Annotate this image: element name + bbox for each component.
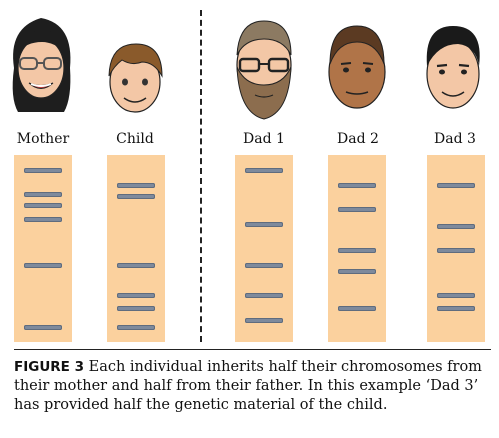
gel-band	[24, 263, 62, 268]
gel-band	[117, 325, 155, 330]
dad3-label: Dad 3	[434, 131, 476, 147]
caption-rule	[14, 349, 491, 350]
gel-band	[437, 224, 475, 229]
gel-band	[117, 306, 155, 311]
gel-band	[245, 293, 283, 298]
gel-band	[24, 203, 62, 208]
gel-band	[338, 207, 376, 212]
mother-face-icon	[12, 18, 71, 112]
gel-band	[338, 183, 376, 188]
gel-band	[117, 293, 155, 298]
gel-band	[338, 269, 376, 274]
gel-band	[117, 263, 155, 268]
dad2-label: Dad 2	[337, 131, 379, 147]
gel-band	[338, 248, 376, 253]
gel-band	[437, 183, 475, 188]
gel-band	[437, 293, 475, 298]
dad2-face-icon	[328, 25, 386, 109]
gel-band	[24, 168, 62, 173]
caption-text: Each individual inherits half their chro…	[14, 359, 482, 413]
dad1-label: Dad 1	[243, 131, 285, 147]
gel-lane-child	[107, 155, 165, 342]
gel-band	[24, 217, 62, 222]
gel-band	[245, 222, 283, 227]
gel-band	[24, 325, 62, 330]
gel-band	[437, 306, 475, 311]
gel-lane-dad1	[235, 155, 293, 342]
dad1-face-icon	[236, 20, 292, 120]
gel-band	[245, 168, 283, 173]
gel-lane-dad2	[328, 155, 386, 342]
figure-label: FIGURE 3	[14, 359, 84, 375]
gel-lane-mother	[14, 155, 72, 342]
figure-caption: FIGURE 3 Each individual inherits half t…	[14, 358, 494, 415]
gel-band	[117, 183, 155, 188]
dad3-face-icon	[426, 26, 480, 109]
child-face-icon	[108, 43, 163, 113]
gel-band	[245, 263, 283, 268]
gel-lane-dad3	[427, 155, 485, 342]
gel-band	[437, 248, 475, 253]
gel-band	[24, 192, 62, 197]
gel-band	[338, 306, 376, 311]
divider-line	[200, 10, 202, 342]
gel-band	[117, 194, 155, 199]
child-label: Child	[116, 131, 154, 147]
gel-band	[245, 318, 283, 323]
mother-label: Mother	[16, 131, 70, 147]
